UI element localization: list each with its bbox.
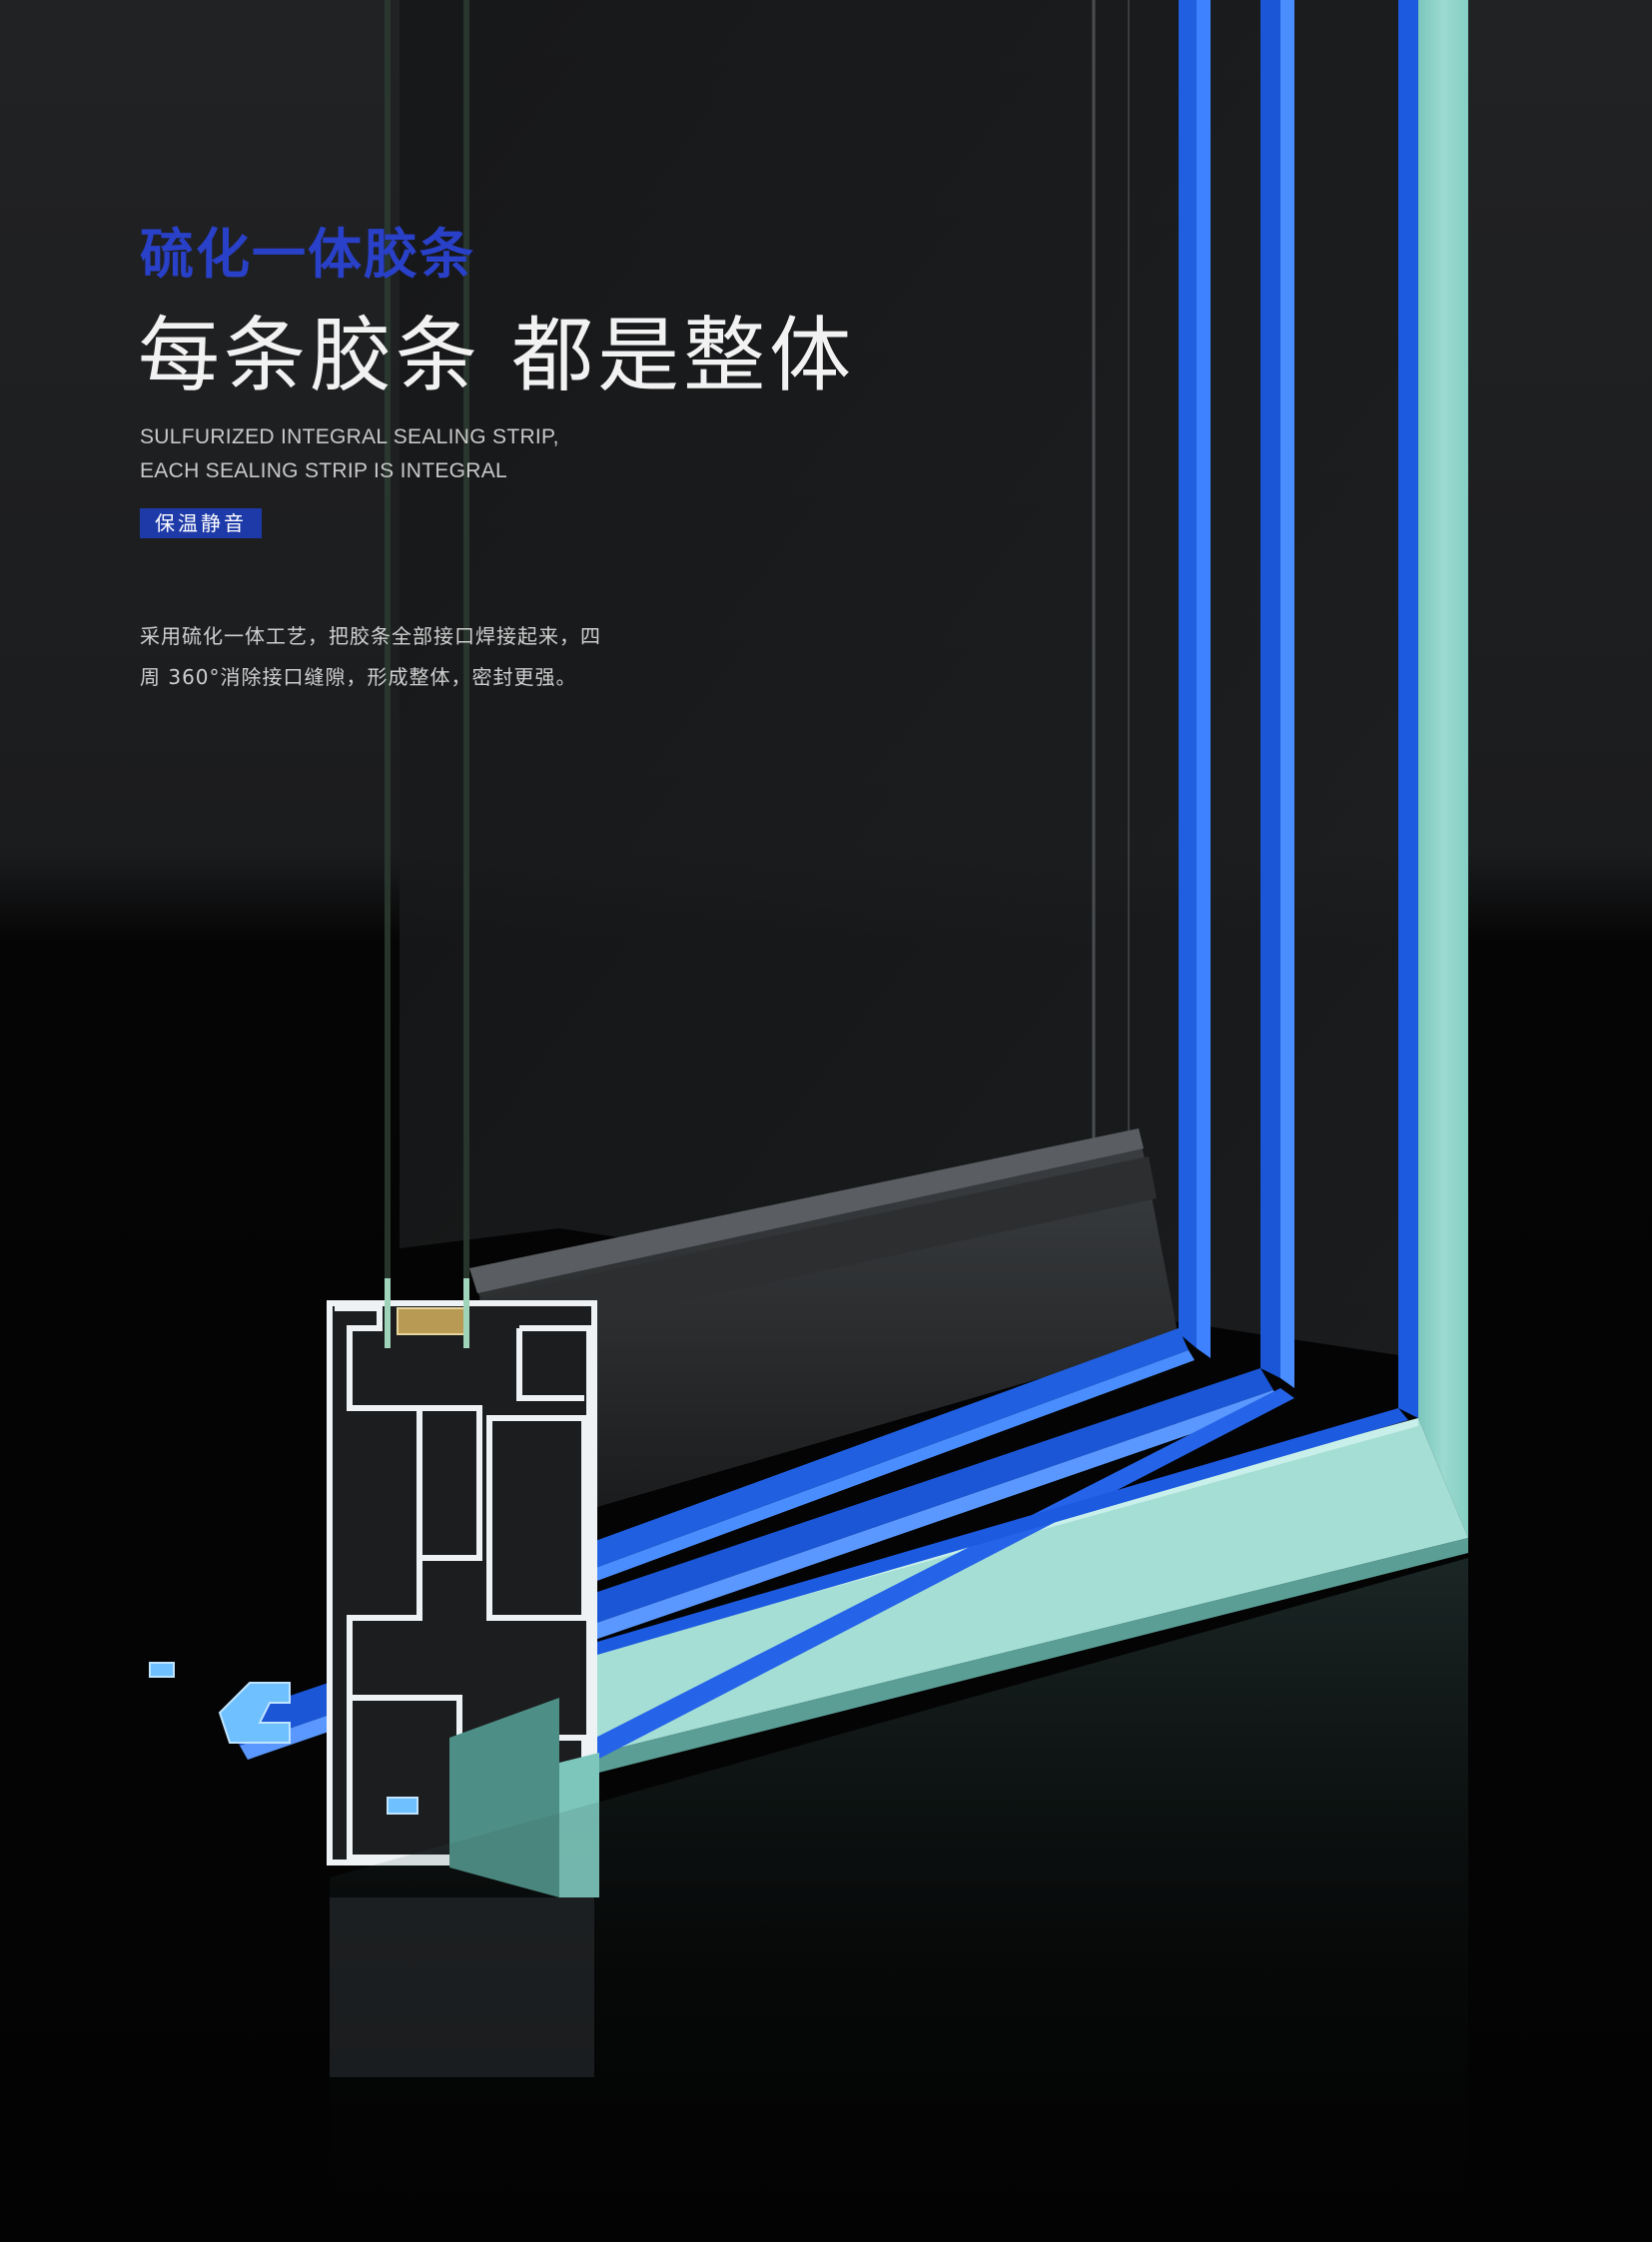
headline-blue: 硫化一体胶条 [140, 223, 475, 286]
english-subtitle-line1: SULFURIZED INTEGRAL SEALING STRIP, [140, 425, 559, 448]
feature-badge: 保温静音 [140, 508, 262, 538]
english-subtitle: SULFURIZED INTEGRAL SEALING STRIP, EACH … [140, 420, 559, 488]
description-line1: 采用硫化一体工艺，把胶条全部接口焊接起来，四 [140, 624, 601, 648]
description-text: 采用硫化一体工艺，把胶条全部接口焊接起来，四 周 360°消除接口缝隙，形成整体… [140, 616, 699, 698]
seal-strip-ends [149, 1662, 418, 1815]
description-line2: 周 360°消除接口缝隙，形成整体，密封更强。 [140, 665, 577, 689]
headline-white: 每条胶条 都是整体 [138, 309, 856, 403]
english-subtitle-line2: EACH SEALING STRIP IS INTEGRAL [140, 459, 508, 482]
